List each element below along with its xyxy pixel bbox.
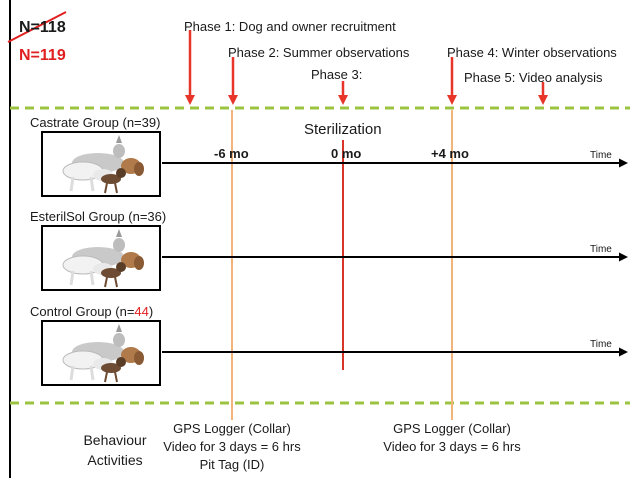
old-sample-size: N=118 (19, 19, 66, 36)
time-axis-label-3: Time (590, 339, 612, 350)
sterilization-label: Sterilization (304, 121, 382, 138)
behaviour-activities-label: Behaviour Activities (65, 430, 165, 470)
winter-gps-logger: GPS Logger (Collar) (393, 421, 511, 436)
dogs-illustration (62, 135, 144, 194)
control-dogs-image (41, 320, 161, 386)
control-group-label: Control Group (n=44) (30, 304, 153, 319)
winter-video: Video for 3 days = 6 hrs (383, 439, 521, 454)
phase2-label: Phase 2: Summer observations (228, 45, 410, 60)
winter-activities: GPS Logger (Collar) Video for 3 days = 6… (372, 420, 532, 456)
castrate-dogs-image (41, 131, 161, 197)
behaviour-label-line2: Activities (87, 452, 143, 468)
phase3-label: Phase 3: (311, 67, 363, 82)
time-mark-plus-4: +4 mo (431, 146, 469, 161)
control-label-suffix: ) (148, 304, 154, 319)
time-axis-label-1: Time (590, 150, 612, 161)
behaviour-label-line1: Behaviour (83, 432, 147, 448)
dogs-picture (62, 229, 144, 288)
esterilsol-dogs-image (41, 225, 161, 291)
dogs-illustration (62, 229, 144, 288)
summer-video: Video for 3 days = 6 hrs (163, 439, 301, 454)
esterilsol-group-label: EsterilSol Group (n=36) (30, 209, 167, 224)
castrate-group-label: Castrate Group (n=39) (30, 115, 161, 130)
time-axis-label-2: Time (590, 244, 612, 255)
control-label-prefix: Control Group (n= (30, 304, 135, 319)
dogs-picture (62, 135, 144, 194)
time-mark-zero: 0 mo (331, 146, 362, 161)
control-count-highlight: 44 (134, 304, 149, 319)
dogs-illustration (62, 324, 144, 383)
summer-pit-tag: Pit Tag (ID) (199, 457, 265, 472)
new-sample-size: N=119 (19, 47, 66, 64)
summer-gps-logger: GPS Logger (Collar) (173, 421, 291, 436)
old-count-strikethrough (7, 11, 67, 43)
summer-activities: GPS Logger (Collar) Video for 3 days = 6… (152, 420, 312, 474)
phase5-label: Phase 5: Video analysis (464, 70, 603, 85)
time-mark-minus-6: -6 mo (214, 146, 249, 161)
dogs-picture (62, 324, 144, 383)
phase4-label: Phase 4: Winter observations (447, 45, 617, 60)
phase1-label: Phase 1: Dog and owner recruitment (184, 19, 396, 34)
